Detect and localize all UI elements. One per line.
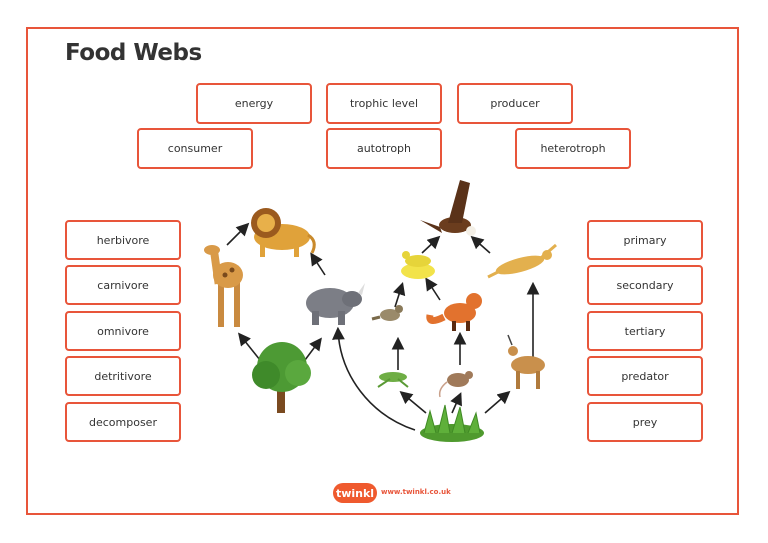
bird-icon xyxy=(371,305,403,321)
card-label: predator xyxy=(621,369,669,383)
food-web-arrows xyxy=(226,222,540,431)
card-label: producer xyxy=(490,97,540,110)
grasshopper-icon xyxy=(377,372,409,388)
card-herbivore: herbivore xyxy=(65,220,181,260)
card-label: carnivore xyxy=(97,278,149,292)
card-trophic-level: trophic level xyxy=(326,83,442,124)
card-heterotroph: heterotroph xyxy=(515,128,631,169)
card-label: heterotroph xyxy=(540,142,606,155)
card-detritivore: detritivore xyxy=(65,356,181,396)
card-label: secondary xyxy=(616,278,674,292)
twinkl-logo: twinkl xyxy=(333,483,377,503)
logo-text: twinkl xyxy=(335,486,375,500)
card-energy: energy xyxy=(196,83,312,124)
lion-icon xyxy=(251,208,316,257)
card-secondary: secondary xyxy=(587,265,703,305)
card-label: tertiary xyxy=(624,324,666,338)
mouse-icon xyxy=(438,371,473,398)
card-tertiary: tertiary xyxy=(587,311,703,351)
page-title: Food Webs xyxy=(65,40,202,66)
card-label: decomposer xyxy=(89,415,157,429)
card-label: consumer xyxy=(167,142,223,155)
footer-url: www.twinkl.co.uk xyxy=(381,488,451,496)
rhino-icon xyxy=(306,283,365,325)
card-label: energy xyxy=(234,97,274,110)
cheetah-icon xyxy=(487,243,557,279)
card-producer: producer xyxy=(457,83,573,124)
giraffe-icon xyxy=(204,245,243,327)
antelope-icon xyxy=(507,334,545,389)
card-omnivore: omnivore xyxy=(65,311,181,351)
card-consumer: consumer xyxy=(137,128,253,169)
eagle-icon xyxy=(420,180,476,236)
card-label: primary xyxy=(623,233,667,247)
card-primary: primary xyxy=(587,220,703,260)
card-label: autotroph xyxy=(356,142,412,155)
card-carnivore: carnivore xyxy=(65,265,181,305)
snake-icon xyxy=(401,251,435,279)
fox-icon xyxy=(426,293,482,331)
card-decomposer: decomposer xyxy=(65,402,181,442)
card-label: detritivore xyxy=(94,369,152,383)
card-label: omnivore xyxy=(97,324,149,338)
card-label: prey xyxy=(632,415,658,429)
grass-icon xyxy=(420,404,484,442)
food-web-diagram xyxy=(204,180,557,442)
card-autotroph: autotroph xyxy=(326,128,442,169)
card-label: trophic level xyxy=(349,97,419,110)
card-prey: prey xyxy=(587,402,703,442)
tree-icon xyxy=(252,342,311,413)
card-predator: predator xyxy=(587,356,703,396)
card-label: herbivore xyxy=(96,233,150,247)
